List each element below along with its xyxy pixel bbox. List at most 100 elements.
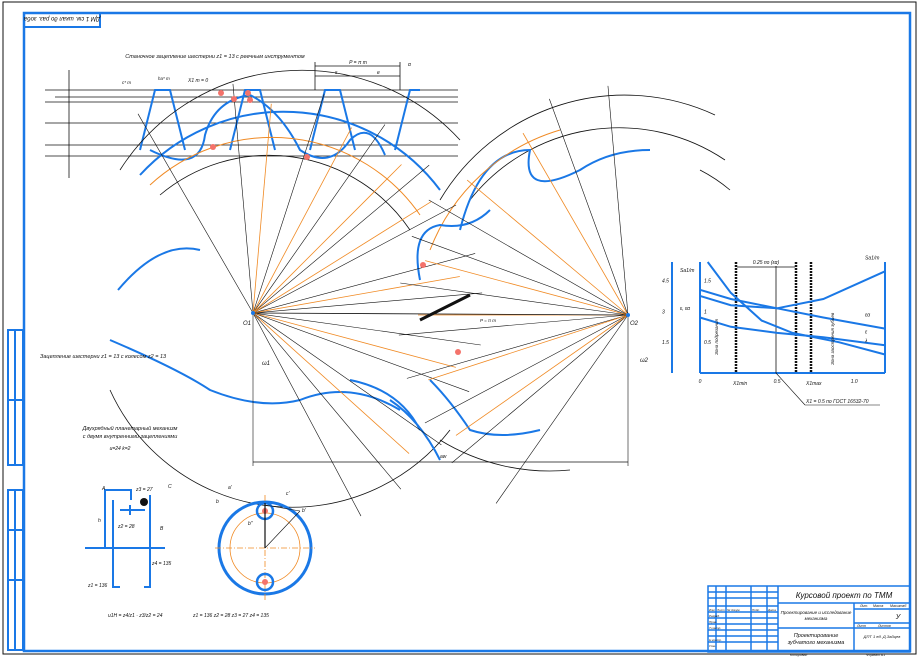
aw-label: aw bbox=[440, 454, 447, 460]
construction-ray bbox=[252, 164, 430, 314]
chart-series-2 bbox=[699, 316, 886, 347]
hdr-1: Лист bbox=[716, 608, 725, 612]
construction-ray bbox=[252, 312, 442, 446]
gear2-arcs bbox=[349, 94, 731, 472]
construction-ray bbox=[466, 179, 629, 316]
chart-dimension-label: 0.25 по (εα) bbox=[753, 260, 780, 266]
construction-ray bbox=[137, 113, 254, 314]
hdr-4: Дата bbox=[767, 608, 776, 612]
drawing-description: Проектирование зубчатого механизма bbox=[787, 633, 845, 646]
y2-tick-label: 4.5 bbox=[662, 279, 669, 285]
row-4: Утв. bbox=[709, 644, 716, 648]
chart-zone-left: Зона подрезания bbox=[714, 319, 719, 355]
chart-xmin-label: X1min bbox=[732, 381, 747, 387]
construction-rays bbox=[137, 83, 629, 517]
construction-ray bbox=[411, 236, 629, 316]
mesh-title: Зацепление шестерни z1 = 13 с колесом z2… bbox=[40, 354, 167, 360]
rack-pitch-label: P = π m bbox=[349, 60, 367, 66]
y2-tick-label: 1.5 bbox=[662, 340, 669, 346]
x-tick-label: 1.0 bbox=[851, 379, 858, 385]
z1-label: z1 = 136 bbox=[87, 583, 108, 589]
y-tick-label: 1 bbox=[704, 309, 707, 315]
row-2: Т.контр. bbox=[709, 626, 721, 630]
center-o1 bbox=[251, 311, 255, 315]
center-o1-label: O1 bbox=[243, 321, 251, 327]
series-label: εα bbox=[865, 313, 870, 319]
col-lit: Лит. bbox=[859, 604, 868, 608]
z2-label: z2 = 28 bbox=[117, 524, 135, 530]
construction-ray bbox=[607, 85, 629, 316]
ratio-formula: u1H = z4/z1 · z3/z2 = 24 bbox=[108, 613, 163, 619]
construction-ray bbox=[428, 314, 629, 381]
contact-points bbox=[210, 90, 461, 355]
construction-ray bbox=[424, 314, 629, 424]
view-label-b1: b' bbox=[302, 508, 307, 514]
task-text-box: Проектирование и исследование механизма bbox=[781, 610, 852, 621]
construction-ray bbox=[252, 312, 410, 454]
construction-ray bbox=[252, 292, 483, 314]
y2-tick-label: 3 bbox=[662, 309, 665, 315]
planetary-params: u=24 k=2 bbox=[110, 446, 131, 452]
drawing-description-box: Проектирование зубчатого механизма bbox=[787, 633, 845, 646]
hdr-0: Изм bbox=[709, 608, 715, 612]
construction-ray bbox=[451, 314, 629, 464]
view-label-a: a' bbox=[228, 485, 233, 491]
x-tick-label: 0 bbox=[699, 379, 702, 385]
label-A: A bbox=[101, 486, 106, 492]
label-B: B bbox=[160, 526, 164, 532]
construction-ray bbox=[252, 204, 457, 314]
hdr-3: Подп. bbox=[752, 608, 760, 612]
kinematic-scheme bbox=[85, 489, 165, 588]
stamp-text: ДМ 1 см. шкал до раз. зоба bbox=[23, 15, 101, 21]
course-title: Курсовой проект по ТММ bbox=[796, 591, 893, 600]
construction-ray bbox=[400, 282, 629, 316]
view-label-b: b bbox=[216, 499, 219, 505]
view-label-b2: b'' bbox=[248, 521, 254, 527]
col-mass: Масса bbox=[873, 604, 883, 608]
chart-ylabel2: ε, εα bbox=[680, 306, 690, 312]
sheets-label: Листов bbox=[877, 624, 891, 628]
format-label: Формат А1 bbox=[866, 653, 885, 657]
chart-series-1 bbox=[699, 288, 886, 330]
view-label-c: c' bbox=[286, 491, 291, 497]
y-tick-label: 0.5 bbox=[704, 340, 711, 346]
series-label: λ bbox=[864, 339, 868, 345]
sheet-label: Лист bbox=[856, 624, 866, 628]
rack-profile bbox=[139, 89, 420, 151]
construction-ray bbox=[398, 314, 629, 336]
label-C: C bbox=[168, 484, 172, 490]
chart-zone-right: Зона заострения зубьев bbox=[830, 312, 835, 365]
line-of-action bbox=[419, 293, 471, 322]
chart-xmax-label: X1max bbox=[805, 381, 822, 387]
construction-ray bbox=[252, 127, 352, 314]
hdr-2: № докум. bbox=[727, 608, 740, 612]
rack-e-label: e bbox=[377, 70, 380, 76]
construction-ray bbox=[252, 312, 402, 490]
chart-ylabel: Sa1/m bbox=[680, 268, 694, 274]
copied-label: Копировал bbox=[790, 653, 807, 657]
construction-ray bbox=[252, 201, 432, 314]
title-block bbox=[707, 585, 911, 653]
construction-ray bbox=[252, 312, 481, 346]
construction-ray bbox=[252, 164, 402, 314]
stamp-box bbox=[23, 12, 101, 28]
x-tick-label: 0.5 bbox=[774, 379, 781, 385]
chart-annotation: X1 = 0.5 по ГОСТ 16532-70 bbox=[805, 399, 869, 405]
construction-ray bbox=[455, 314, 629, 436]
center-o2-label: O2 bbox=[630, 321, 639, 327]
binding-strip bbox=[7, 329, 24, 651]
construction-ray bbox=[252, 124, 386, 314]
construction-ray bbox=[549, 98, 629, 316]
series-label: ε bbox=[865, 329, 868, 335]
z-summary: z1 = 136 z2 = 28 z3 = 27 z4 = 135 bbox=[192, 613, 269, 619]
col-scale: Масштаб bbox=[890, 604, 907, 608]
construction-ray bbox=[252, 103, 272, 314]
z3-label: z3 = 27 bbox=[135, 487, 153, 493]
center-o2 bbox=[626, 313, 630, 317]
construction-ray bbox=[425, 260, 629, 316]
center-line bbox=[252, 312, 629, 316]
series-label: Sa1/m bbox=[865, 255, 879, 261]
doc-id: ДПТ 1 ед. Д.Зайцев bbox=[863, 634, 901, 639]
